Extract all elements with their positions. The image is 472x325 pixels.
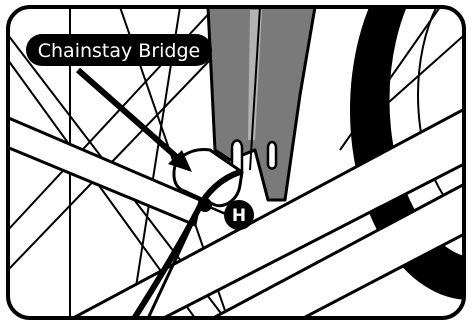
callout-label: Chainstay Bridge — [26, 34, 212, 66]
step-marker: H — [224, 200, 254, 230]
callout-text: Chainstay Bridge — [38, 40, 200, 62]
rim-inner — [417, 7, 464, 226]
cable — [127, 169, 243, 318]
step-marker-letter: H — [232, 206, 246, 226]
callout-pill — [26, 34, 212, 66]
diagram-frame — [6, 5, 466, 320]
blade-slot-right — [266, 140, 278, 170]
callout-arrow — [76, 67, 192, 172]
step-marker-circle — [224, 200, 254, 230]
frame-blade — [206, 7, 317, 202]
chainstay-bridge — [172, 148, 244, 208]
